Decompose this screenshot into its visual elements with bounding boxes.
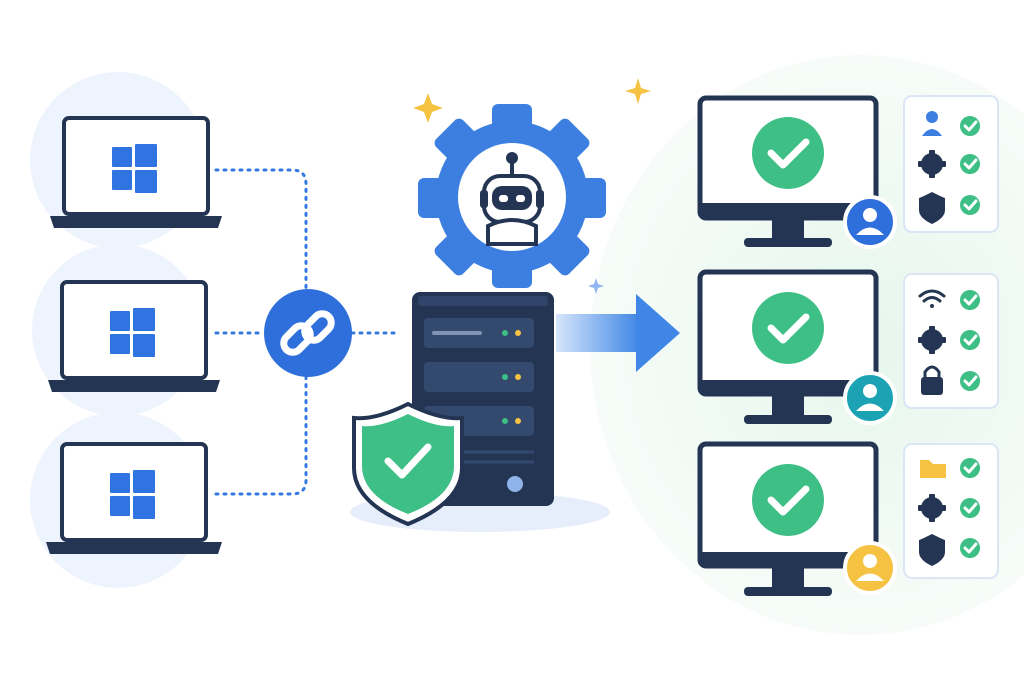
server-led [515, 374, 521, 380]
lock-icon [921, 365, 943, 395]
monitor-3-neck [772, 567, 804, 589]
dotted-connectors [214, 168, 400, 496]
monitor-1-foot [744, 238, 832, 247]
windows-logo-icon [110, 308, 155, 357]
laptop-1-base [50, 216, 222, 228]
shield-icon [919, 192, 945, 224]
connector-bottom [214, 368, 308, 496]
wifi-icon [918, 289, 946, 308]
sparkle-icon [625, 78, 651, 104]
monitor-1-chin [700, 203, 876, 218]
checklist-2 [903, 273, 999, 409]
check-icon [960, 195, 980, 215]
check-icon [960, 116, 980, 136]
checklist-3 [903, 443, 999, 579]
laptop-3-base [46, 542, 222, 554]
check-icon [752, 292, 824, 364]
monitor-2-foot [744, 415, 832, 424]
server-slot [432, 331, 482, 335]
robot-gear-icon [418, 104, 606, 288]
monitor-2 [697, 269, 897, 425]
user-avatar-icon [856, 384, 884, 411]
check-icon [960, 458, 980, 478]
laptop-2-base [48, 380, 220, 392]
link-hub [264, 289, 352, 377]
arrow-right-icon [556, 294, 680, 372]
monitor-2-neck [772, 395, 804, 417]
robot-icon [480, 152, 544, 246]
windows-logo-icon [112, 144, 157, 193]
server-top [418, 296, 548, 306]
windows-logo-icon [110, 470, 155, 519]
sparkle-icon [588, 278, 604, 294]
server-unit-2 [424, 362, 534, 392]
monitor-1-neck [772, 218, 804, 240]
shield-icon [919, 534, 945, 566]
check-icon [960, 330, 980, 350]
user-avatar-icon [856, 554, 884, 581]
gear-icon [918, 150, 946, 178]
check-icon [960, 498, 980, 518]
check-icon [960, 154, 980, 174]
laptop-2 [32, 244, 220, 416]
monitor-3-chin [700, 552, 876, 567]
server-led [515, 330, 521, 336]
monitor-3-foot [744, 587, 832, 596]
monitor-1 [697, 95, 897, 249]
monitor-3 [697, 441, 897, 596]
gear-icon [918, 494, 946, 522]
checklist-1 [903, 95, 999, 233]
link-icon [280, 310, 335, 356]
connector-top [214, 168, 308, 302]
checklist-3-card [903, 443, 999, 579]
shield-check-icon [352, 401, 464, 527]
check-icon [752, 117, 824, 189]
check-icon [960, 371, 980, 391]
server-led [515, 418, 521, 424]
sparkle-icon [413, 93, 443, 123]
check-icon [960, 538, 980, 558]
server-led [502, 374, 508, 380]
laptop-3 [30, 412, 222, 588]
monitor-2-chin [700, 380, 876, 395]
user-avatar-icon [856, 208, 884, 235]
folder-icon [920, 460, 946, 478]
server-led [502, 418, 508, 424]
left-laptop-group [30, 72, 222, 588]
user-icon [922, 111, 942, 136]
gear-icon [918, 326, 946, 354]
check-icon [752, 464, 824, 536]
server-led [502, 330, 508, 336]
laptop-1 [30, 72, 222, 248]
check-icon [960, 290, 980, 310]
server-power-button [507, 476, 523, 492]
